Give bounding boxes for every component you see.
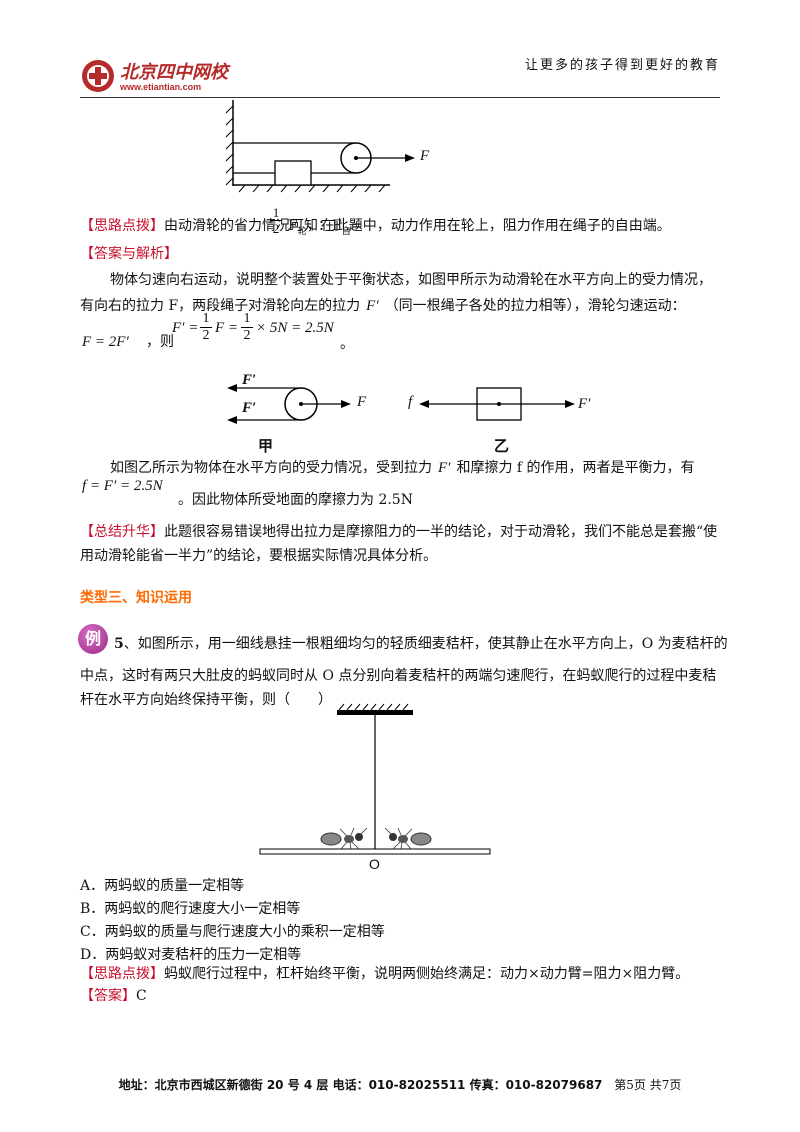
logo-chinese-name: 北京四中网校 [120,62,228,83]
school-logo-icon [82,60,114,92]
yi-label-Fprime: F′ [578,396,591,412]
question-line-2: 中点，这时有两只大肚皮的蚂蚁同时从 O 点分别向着麦秸杆的两端匀速爬行，在蚂蚁爬… [80,668,717,684]
summary-line-1: 【总结升华】此题很容易错误地得出拉力是摩擦阻力的一半的结论，对于动滑轮，我们不能… [80,524,718,540]
yi-caption: 乙 [494,437,510,455]
example-answer: 【答案】C [80,988,147,1004]
section-title: 类型三、知识运用 [80,590,192,606]
summary-tag: 【总结升华】 [80,524,164,540]
ant-left-icon [320,827,368,850]
question-line-3: 杆在水平方向始终保持平衡，则（ ） [80,692,332,708]
jia-label-F: F [357,394,367,410]
example-answer-tag: 【答案】 [80,988,136,1004]
analysis-paragraph-1: 物体匀速向右运动，说明整个装置处于平衡状态，如图甲所示为动滑轮在水平方向上的受力… [110,272,712,288]
lever-ants-figure [259,703,491,855]
jia-caption: 甲 [258,437,274,455]
equation-Fprime-lhs: F′ = [172,320,199,336]
jia-label-Fprime-bottom: F′ [242,400,257,416]
hint-line: 【思路点拨】由动滑轮的省力情况可知：F自= [80,218,363,237]
page-footer: 地址：北京市西城区新德街 20 号 4 层 电话：010-82025511 传真… [0,1076,800,1093]
free-body-diagram-jia [227,384,351,424]
logo-url: www.etiantian.com [120,82,202,92]
jia-label-Fprime-top: F′ [242,372,257,388]
half-fraction: 1 2 [270,205,282,236]
example-hint-tag: 【思路点拨】 [80,966,164,982]
question-line-1: 5、如图所示，用一细线悬挂一根粗细均匀的轻质细麦秸杆，使其静止在水平方向上，O … [114,636,728,652]
page-header: 北京四中网校 www.etiantian.com 让更多的孩子得到更好的教育 [80,52,720,97]
fraction-2: 1 2 [241,311,253,344]
example-badge: 例 [78,624,108,654]
yi-label-f: f [408,394,413,410]
header-divider [80,97,720,98]
hint-tag: 【思路点拨】 [80,218,164,234]
equation-F-2Fprime: F = 2F′ [82,334,129,350]
ant-right-icon [384,827,432,850]
pulley-setup-figure [225,100,415,193]
analysis-paragraph-4: 。因此物体所受地面的摩擦力为 2.5N [178,492,413,508]
pivot-label-O: O [369,856,380,872]
fraction-1: 1 2 [200,311,212,344]
summary-line-2: 用动滑轮能省一半力”的结论，要根据实际情况具体分析。 [80,548,438,564]
figure1-force-label: F [420,148,430,164]
option-c[interactable]: C．两蚂蚁的质量与爬行速度大小的乘积一定相等 [80,924,385,940]
example-hint: 【思路点拨】蚂蚁爬行过程中，杠杆始终平衡，说明两侧始终满足：动力×动力臂=阻力×… [80,966,690,982]
option-b[interactable]: B．两蚂蚁的爬行速度大小一定相等 [80,901,301,917]
footer-address: 地址：北京市西城区新德街 20 号 4 层 电话：010-82025511 传真… [118,1078,603,1092]
option-a[interactable]: A．两蚂蚁的质量一定相等 [80,878,245,894]
equation-f-equals: f = F′ = 2.5N [82,478,163,494]
option-d[interactable]: D．两蚂蚁对麦秸杆的压力一定相等 [80,947,302,963]
free-body-diagram-yi [419,387,575,421]
footer-page-number: 第5页 共7页 [614,1078,682,1092]
answer-analysis-tag: 【答案与解析】 [80,246,178,262]
header-slogan: 让更多的孩子得到更好的教育 [524,58,720,73]
